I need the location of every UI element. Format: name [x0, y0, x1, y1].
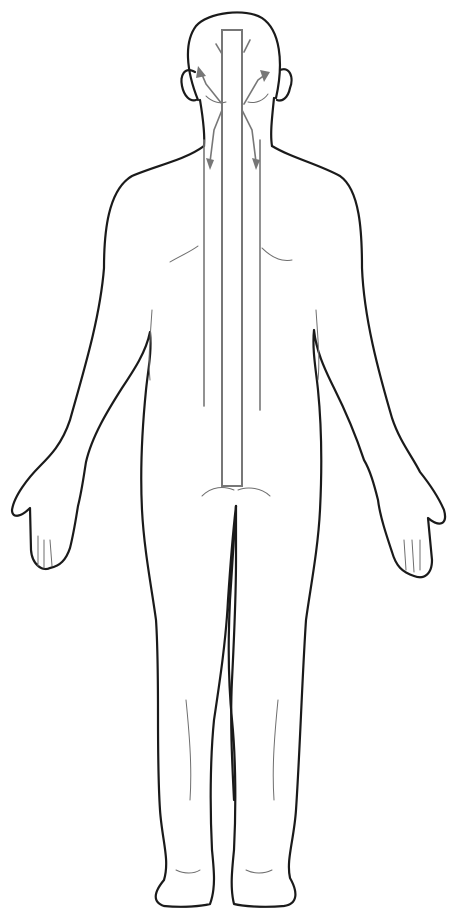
- guide-lines: [196, 30, 270, 486]
- left-gluteal-line: [202, 488, 234, 496]
- central-band: [222, 30, 242, 486]
- neck-left: [200, 100, 204, 146]
- anatomical-details: [38, 94, 420, 873]
- head-outline: [188, 12, 280, 100]
- head-line-b: [244, 40, 250, 52]
- left-ankle-line: [176, 870, 200, 873]
- right-ankle-line: [246, 870, 272, 873]
- left-finger-lines: [38, 536, 52, 568]
- arrowhead-lower-right: [252, 158, 260, 170]
- left-body-contour: [12, 146, 236, 907]
- arrowhead-lower-left: [206, 158, 214, 170]
- neck-muscle-right: [248, 94, 268, 103]
- body-outline: [12, 12, 445, 906]
- right-body-contour: [229, 146, 445, 907]
- right-calf-line: [273, 700, 278, 800]
- right-finger-lines: [404, 540, 420, 572]
- arrowhead-upper-right: [260, 70, 270, 82]
- arrow-path-lower-right: [242, 110, 256, 162]
- right-scapula-line: [262, 248, 292, 261]
- right-gluteal-line: [238, 488, 270, 496]
- arrow-path-lower-left: [210, 110, 222, 162]
- left-calf-line: [186, 700, 191, 800]
- arrowhead-upper-left: [196, 66, 206, 78]
- neck-right: [271, 98, 274, 146]
- left-scapula-line: [170, 246, 198, 262]
